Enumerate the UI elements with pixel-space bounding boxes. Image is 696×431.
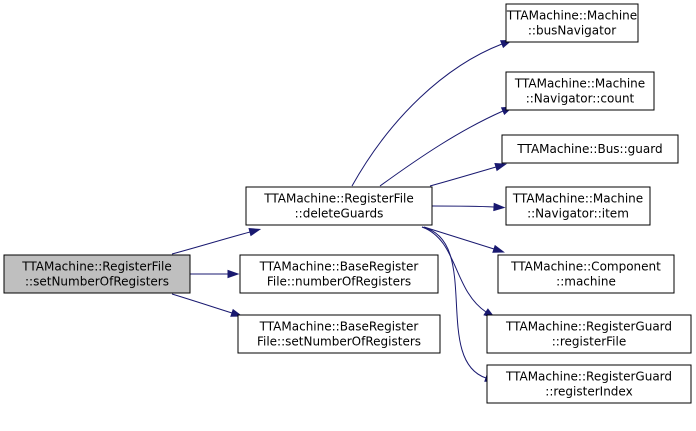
node-navItem[interactable]: TTAMachine::Machine::Navigator::item bbox=[505, 186, 651, 226]
edge-deleteGuards-to-regIndex bbox=[421, 226, 497, 382]
node-navCount[interactable]: TTAMachine::Machine::Navigator::count bbox=[505, 71, 655, 111]
edge-line bbox=[171, 231, 251, 255]
node-box bbox=[237, 314, 441, 354]
edge-line bbox=[421, 226, 487, 313]
node-label: ::Navigator::item bbox=[527, 207, 629, 221]
edge-root-to-baseSetNumber bbox=[171, 293, 243, 317]
node-label: ::Navigator::count bbox=[526, 92, 635, 106]
node-root[interactable]: TTAMachine::RegisterFile::setNumberOfReg… bbox=[3, 254, 191, 294]
node-label: TTAMachine::RegisterGuard bbox=[505, 320, 672, 334]
node-busGuard[interactable]: TTAMachine::Bus::guard bbox=[501, 134, 679, 164]
edge-line bbox=[171, 293, 233, 314]
node-busNavigator[interactable]: TTAMachine::Machine::busNavigator bbox=[505, 3, 639, 43]
node-label: TTAMachine::RegisterFile bbox=[21, 260, 172, 274]
arrowhead bbox=[227, 269, 240, 279]
node-box bbox=[497, 254, 675, 294]
node-label: ::busNavigator bbox=[528, 24, 616, 38]
node-regFile[interactable]: TTAMachine::RegisterGuard::registerFile bbox=[486, 314, 692, 354]
node-label: TTAMachine::BaseRegister bbox=[259, 320, 419, 334]
node-label: TTAMachine::RegisterFile bbox=[263, 192, 414, 206]
edge-line bbox=[421, 226, 487, 379]
node-label: ::registerFile bbox=[552, 335, 626, 349]
edge-deleteGuards-to-busGuard bbox=[429, 163, 508, 187]
arrowhead bbox=[492, 244, 505, 253]
node-label: TTAMachine::RegisterGuard bbox=[505, 370, 672, 384]
arrowhead bbox=[248, 228, 262, 237]
node-box bbox=[505, 186, 651, 226]
node-numberOfRegisters[interactable]: TTAMachine::BaseRegisterFile::numberOfRe… bbox=[239, 254, 439, 294]
node-label: TTAMachine::Machine bbox=[512, 192, 643, 206]
edge-line bbox=[351, 43, 503, 187]
node-box bbox=[3, 254, 191, 294]
node-regIndex[interactable]: TTAMachine::RegisterGuard::registerIndex bbox=[486, 364, 692, 404]
node-box bbox=[505, 71, 655, 111]
node-label: File::numberOfRegisters bbox=[267, 275, 411, 289]
edge-root-to-numberOfRegisters bbox=[189, 269, 240, 279]
node-label: TTAMachine::Machine bbox=[514, 77, 645, 91]
node-label: File::setNumberOfRegisters bbox=[257, 335, 421, 349]
edge-deleteGuards-to-busNavigator bbox=[351, 39, 513, 187]
edge-deleteGuards-to-compMachine bbox=[423, 226, 505, 253]
arrowhead bbox=[494, 163, 508, 172]
node-box bbox=[486, 314, 692, 354]
node-label: TTAMachine::Bus::guard bbox=[516, 142, 662, 156]
edge-line bbox=[431, 205, 495, 208]
node-box bbox=[505, 3, 639, 43]
node-compMachine[interactable]: TTAMachine::Component::machine bbox=[497, 254, 675, 294]
edge-line bbox=[423, 226, 495, 250]
node-label: ::registerIndex bbox=[545, 385, 632, 399]
node-label: TTAMachine::Component bbox=[510, 260, 661, 274]
node-box bbox=[486, 364, 692, 404]
edge-line bbox=[429, 166, 497, 187]
node-label: ::setNumberOfRegisters bbox=[25, 275, 169, 289]
call-nodes: TTAMachine::RegisterFile::setNumberOfReg… bbox=[3, 3, 692, 404]
node-baseSetNumber[interactable]: TTAMachine::BaseRegisterFile::setNumberO… bbox=[237, 314, 441, 354]
node-box bbox=[239, 254, 439, 294]
node-label: TTAMachine::BaseRegister bbox=[259, 260, 419, 274]
node-deleteGuards[interactable]: TTAMachine::RegisterFile::deleteGuards bbox=[245, 186, 433, 226]
edge-deleteGuards-to-navItem bbox=[431, 202, 506, 212]
node-label: ::deleteGuards bbox=[295, 207, 384, 221]
node-box bbox=[501, 134, 679, 164]
edge-root-to-deleteGuards bbox=[171, 228, 262, 255]
edge-line bbox=[379, 110, 504, 187]
node-label: ::machine bbox=[556, 275, 616, 289]
node-box bbox=[245, 186, 433, 226]
node-label: TTAMachine::Machine bbox=[506, 9, 637, 23]
arrowhead bbox=[493, 202, 506, 212]
